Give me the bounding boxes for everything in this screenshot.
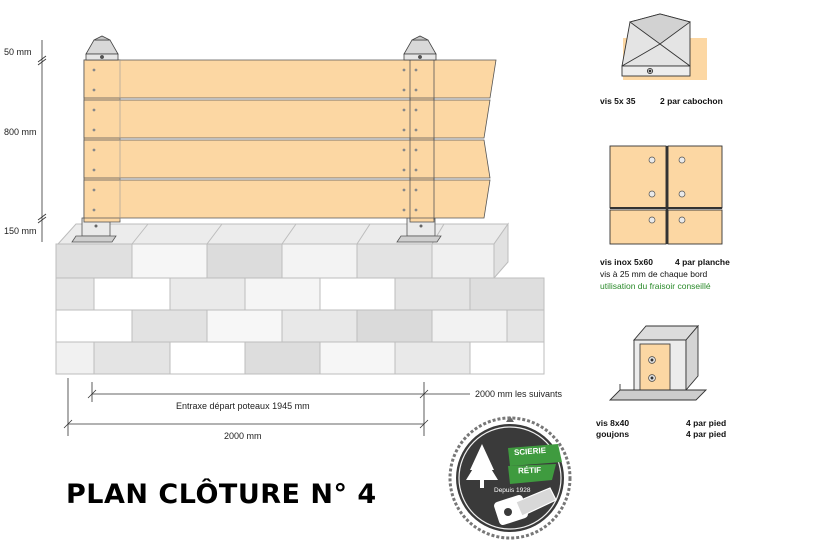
- page-title: PLAN CLÔTURE N° 4: [66, 479, 377, 510]
- post-cap-right: [403, 35, 437, 61]
- cap-screw-label: vis 5x 35: [600, 96, 636, 106]
- brick-wall: [55, 222, 545, 375]
- board-screws: [92, 68, 418, 212]
- dim-total-width: 2000 mm: [224, 431, 262, 441]
- board-qty-label: 4 par planche: [675, 257, 730, 267]
- detail-foot-illustration: [608, 324, 708, 401]
- dim-post-spacing-first: Entraxe départ poteaux 1945 mm: [176, 401, 310, 411]
- post-foot-right: [396, 217, 442, 243]
- foot-bolt-label: goujons: [596, 429, 630, 439]
- post-foot-left: [71, 217, 117, 243]
- detail-board-illustration: [609, 145, 723, 245]
- detail-cap-illustration: [621, 13, 707, 80]
- dim-cap-height: 50 mm: [4, 47, 32, 57]
- dim-board-height: 800 mm: [4, 127, 37, 137]
- foot-bolt-qty-label: 4 par pied: [686, 429, 727, 439]
- horizontal-dimensions: [63, 378, 470, 436]
- scierie-retif-logo: [448, 416, 572, 540]
- logo-line2: RÉTIF: [517, 465, 542, 476]
- board-tip-label: utilisation du fraisoir conseillé: [600, 281, 711, 291]
- board-screw-label: vis inox 5x60: [600, 257, 653, 267]
- logo-since: Depuis 1928: [494, 487, 531, 494]
- fence-boards: [83, 59, 497, 219]
- foot-screw-qty-label: 4 par pied: [686, 418, 727, 428]
- board-note-label: vis à 25 mm de chaque bord: [600, 269, 708, 279]
- dim-base-height: 150 mm: [4, 226, 37, 236]
- cap-qty-label: 2 par cabochon: [660, 96, 723, 106]
- vertical-dimension: [37, 40, 47, 242]
- foot-screw-label: vis 8x40: [596, 418, 630, 428]
- post-cap-left: [85, 35, 119, 61]
- dim-post-spacing-next: 2000 mm les suivants: [475, 389, 563, 399]
